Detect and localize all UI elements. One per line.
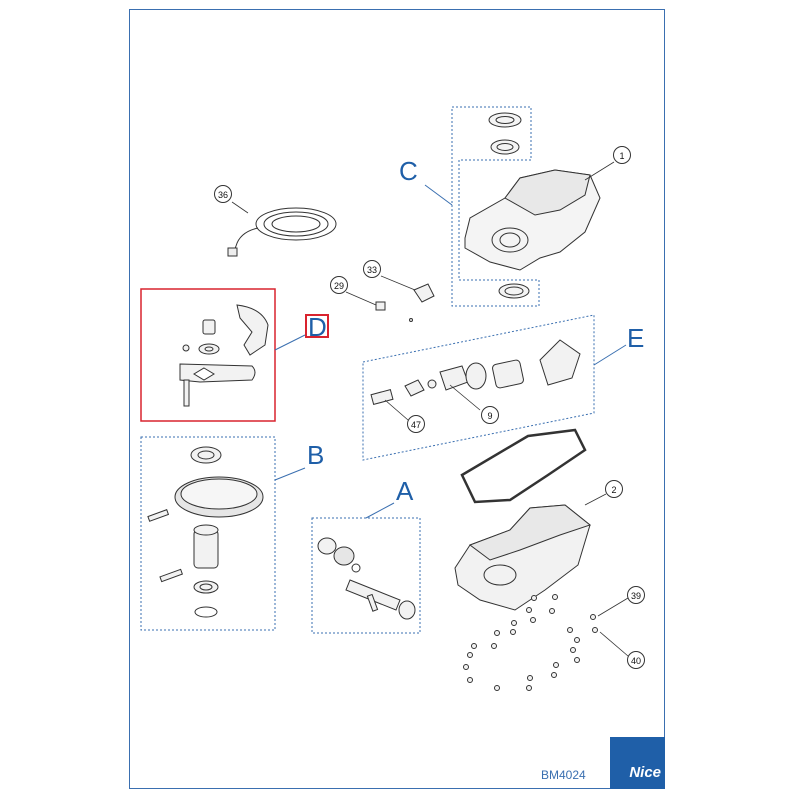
motor-parts <box>370 339 581 406</box>
group-d-selection <box>305 314 329 338</box>
group-e-box <box>362 314 595 461</box>
group-b-leader <box>274 467 306 481</box>
group-label-a[interactable]: A <box>396 476 414 506</box>
group-c-box <box>451 106 540 307</box>
brand-name: Nice <box>629 764 661 781</box>
document-code: BM4024 <box>541 768 586 782</box>
group-c-leader <box>424 184 453 206</box>
group-b-box <box>140 436 276 631</box>
brand-logo: Nice <box>610 737 665 789</box>
callout-2[interactable]: 2 <box>605 480 623 498</box>
group-label-b[interactable]: B <box>307 440 325 470</box>
group-e-leader <box>593 344 627 366</box>
callout-leaders <box>231 161 629 657</box>
callout-40[interactable]: 40 <box>627 651 645 669</box>
callout-29[interactable]: 29 <box>330 276 348 294</box>
group-label-c[interactable]: C <box>399 156 418 186</box>
group-a-leader <box>365 502 395 519</box>
group-d-leader <box>274 334 306 351</box>
callout-47[interactable]: 47 <box>407 415 425 433</box>
callout-39[interactable]: 39 <box>627 586 645 604</box>
group-d-box <box>140 288 276 422</box>
callout-36[interactable]: 36 <box>214 185 232 203</box>
cable-part <box>227 207 337 257</box>
gasket-part <box>460 428 587 504</box>
screws <box>463 594 598 691</box>
group-label-d[interactable]: D <box>308 312 327 342</box>
group-label-e[interactable]: E <box>627 323 645 353</box>
callout-1[interactable]: 1 <box>613 146 631 164</box>
gear-parts <box>147 446 264 618</box>
release-lever-parts <box>179 304 269 407</box>
worm-screw-parts <box>317 537 416 620</box>
base-housing-part <box>454 504 592 611</box>
cover-part <box>464 112 601 299</box>
callout-33[interactable]: 33 <box>363 260 381 278</box>
small-parts-29-33 <box>375 283 435 322</box>
callout-9[interactable]: 9 <box>481 406 499 424</box>
